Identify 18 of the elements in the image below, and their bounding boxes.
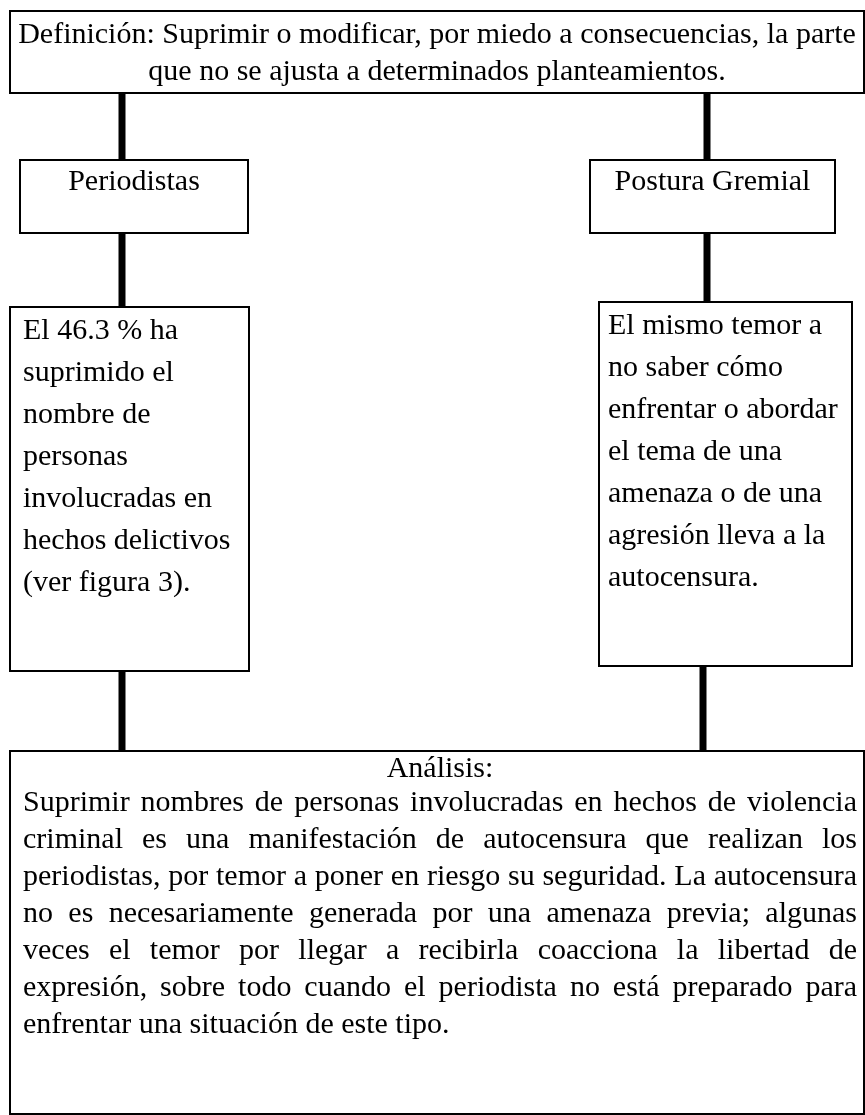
box-text: Suprimir nombres de personas involucradas en hechos de violencia criminal es una manifestación de autocensura que realizan los periodistas, por temor a poner en riesgo su seguridad. La autocensura no es necesariamente generada por una amenaza previa; algunas veces el temor por llegar a recibirla coacciona la libertad de expresión, sobre todo cuando el periodista no está preparado para enfrentar una situación de este tipo.: [23, 783, 857, 1041]
connector-line: [703, 234, 711, 301]
category-box: [589, 159, 836, 234]
connector-line: [699, 667, 707, 750]
connector-line: [118, 672, 126, 750]
box-text: Periodistas: [67, 162, 201, 198]
category-box: [19, 159, 249, 234]
analysis-box: [9, 750, 865, 1115]
box-text: El mismo temor a no saber cómo enfrentar o abordar el tema de una amenaza o de una agresión lleva a la autocensura.: [608, 306, 839, 594]
box-text: El 46.3 % ha suprimido el nombre de personas involucradas en hechos delictivos (ver figura 3).: [23, 311, 232, 599]
heading: Análisis:: [385, 752, 495, 782]
connector-line: [118, 234, 126, 306]
box-text: Postura Gremial: [613, 162, 812, 198]
detail-box: [598, 301, 853, 667]
connector-line: [118, 94, 126, 159]
detail-box: [9, 306, 250, 672]
connector-line: [703, 94, 711, 159]
box-text: Definición: Suprimir o modificar, por miedo a consecuencias, la parte que no se ajusta a determinados planteamientos.: [17, 15, 857, 88]
